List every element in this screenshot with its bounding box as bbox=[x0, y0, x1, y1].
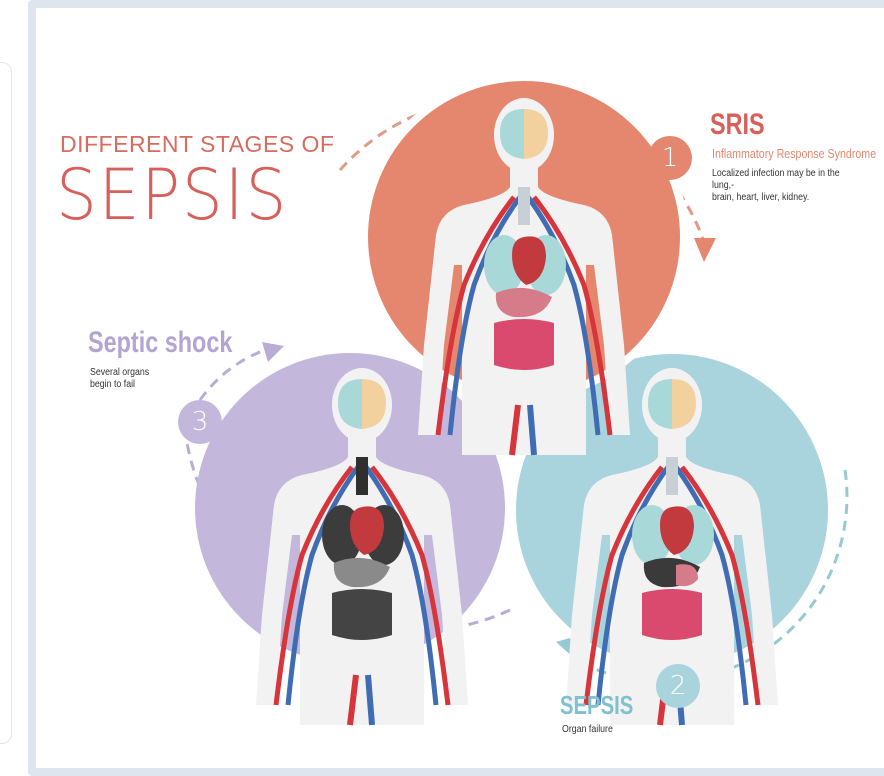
stage-3-description-line1: Several organs bbox=[90, 367, 149, 379]
stage-2-description: Organ failure bbox=[562, 724, 613, 736]
arrow-3-icon bbox=[262, 342, 284, 362]
stage-1-description-line1: Localized infection may be in the lung,- bbox=[712, 168, 863, 192]
stage-3-number-badge: 3 bbox=[178, 400, 222, 444]
stage-1-title: SRIS bbox=[710, 108, 765, 142]
intestines-icon bbox=[642, 589, 702, 640]
main-title: SEPSIS bbox=[56, 160, 288, 230]
stage-3-description: Several organs begin to fail bbox=[90, 367, 149, 391]
arrow-1-icon bbox=[694, 238, 716, 262]
stage-2-title: SEPSIS bbox=[560, 690, 633, 721]
intestines-failing-icon bbox=[332, 589, 392, 640]
stage-1-number-badge: 1 bbox=[648, 136, 692, 180]
intestines-icon bbox=[494, 319, 554, 370]
stage-1-description: Localized infection may be in the lung,-… bbox=[712, 168, 863, 204]
stage-3-title: Septic shock bbox=[88, 326, 232, 360]
stage-3-description-line2: begin to fail bbox=[90, 379, 149, 391]
stage-1-subtitle: Inflammatory Response Syndrome bbox=[712, 146, 876, 161]
stage-1-description-line2: brain, heart, liver, kidney. bbox=[712, 192, 863, 204]
stage-2-number-badge: 2 bbox=[656, 664, 700, 708]
